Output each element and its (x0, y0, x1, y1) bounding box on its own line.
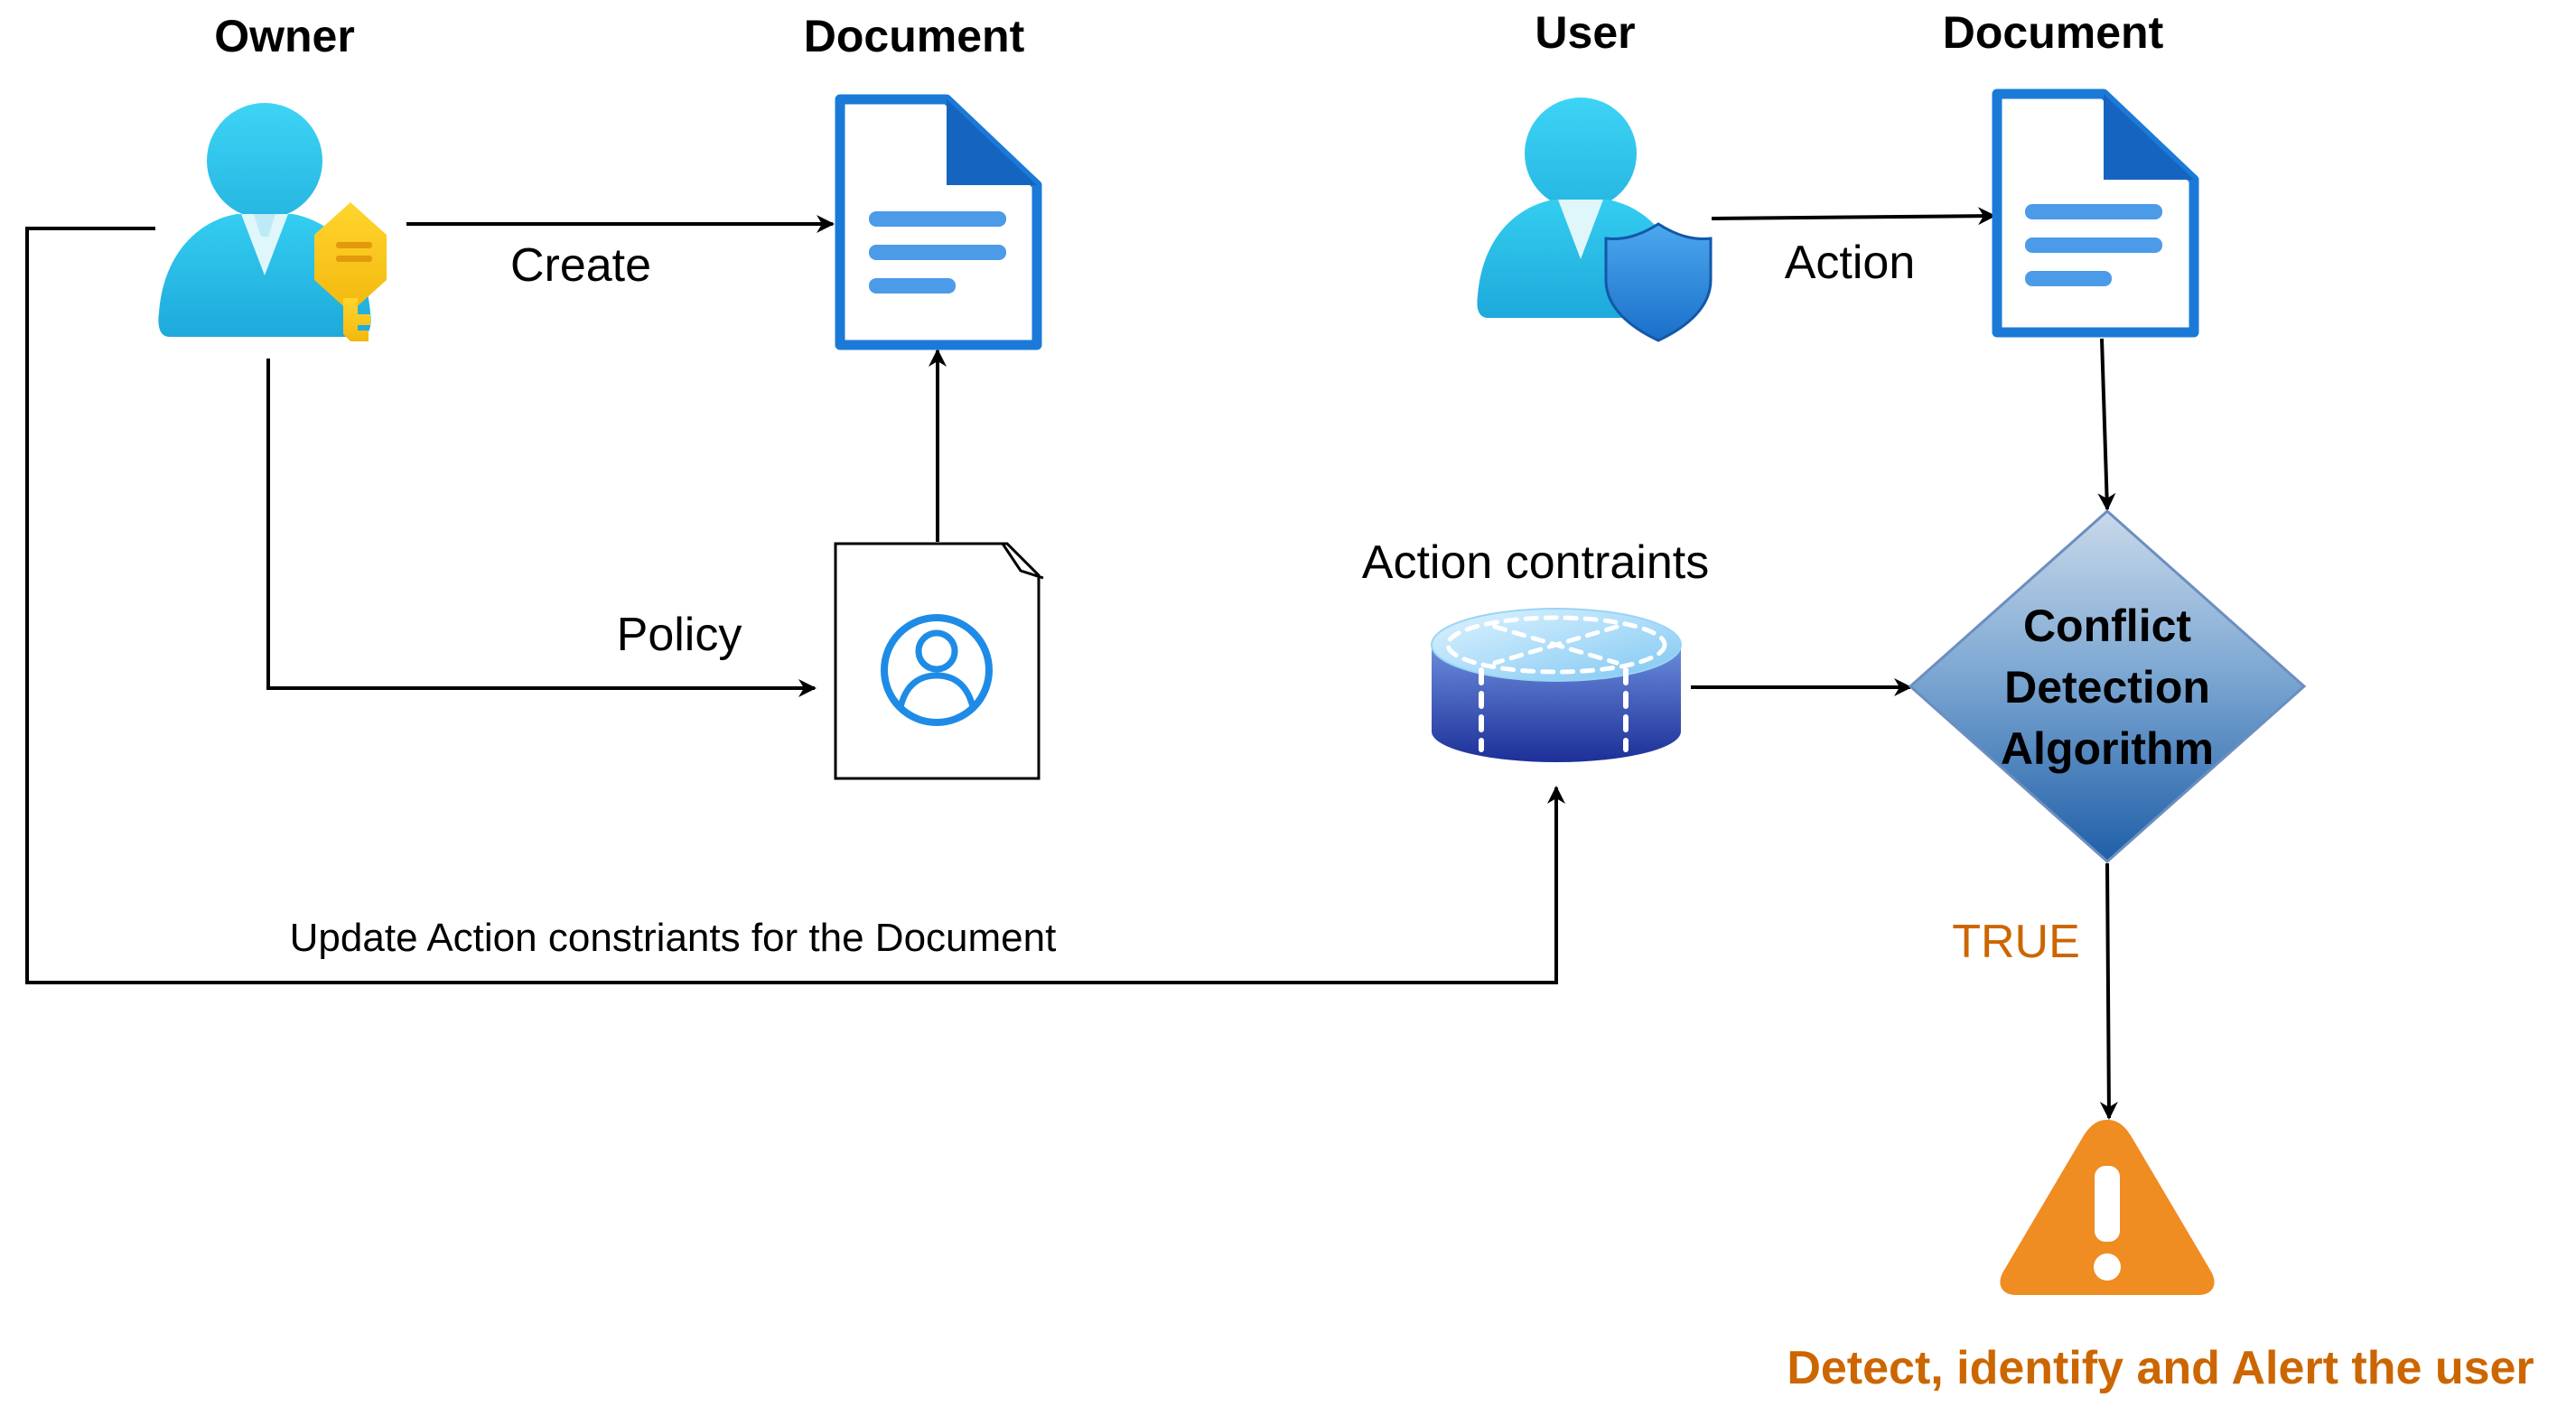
user-with-key-icon (158, 103, 387, 341)
update-constraints-arrow (25, 227, 1565, 984)
create-label: Create (510, 239, 651, 292)
true-arrow (2099, 862, 2118, 1120)
alert-label: Detect, identify and Alert the user (1787, 1342, 2534, 1394)
owner-label: Owner (214, 11, 355, 61)
labels: Owner Document User Document Create Poli… (214, 7, 2534, 1394)
document-icon-left (835, 94, 1042, 350)
decision-label-line1: Conflict (2023, 601, 2191, 651)
action-label: Action (1785, 237, 1916, 289)
user-with-shield-icon (1477, 98, 1713, 342)
update-constraints-label: Update Action constriants for the Docume… (290, 916, 1057, 960)
document-left-label: Document (804, 11, 1025, 61)
warning-icon (2000, 1120, 2215, 1295)
true-label: TRUE (1952, 916, 2080, 968)
document-to-algorithm-arrow (2097, 338, 2116, 511)
policy-arrow (266, 359, 817, 697)
policy-label: Policy (617, 609, 742, 661)
action-constraints-database-icon (1431, 608, 1682, 762)
document-right-label: Document (1943, 7, 2164, 58)
user-label: User (1535, 7, 1635, 58)
decision-label-line2: Detection (2004, 662, 2210, 713)
connectors (25, 207, 2118, 1120)
action-arrow (1711, 207, 1996, 226)
decision-label-line3: Algorithm (2001, 723, 2214, 774)
document-icon-right (1992, 88, 2199, 338)
policy-document-icon (834, 542, 1044, 780)
conflict-detection-algorithm-node (1908, 508, 2307, 864)
action-constraints-label: Action contraints (1362, 536, 1709, 589)
